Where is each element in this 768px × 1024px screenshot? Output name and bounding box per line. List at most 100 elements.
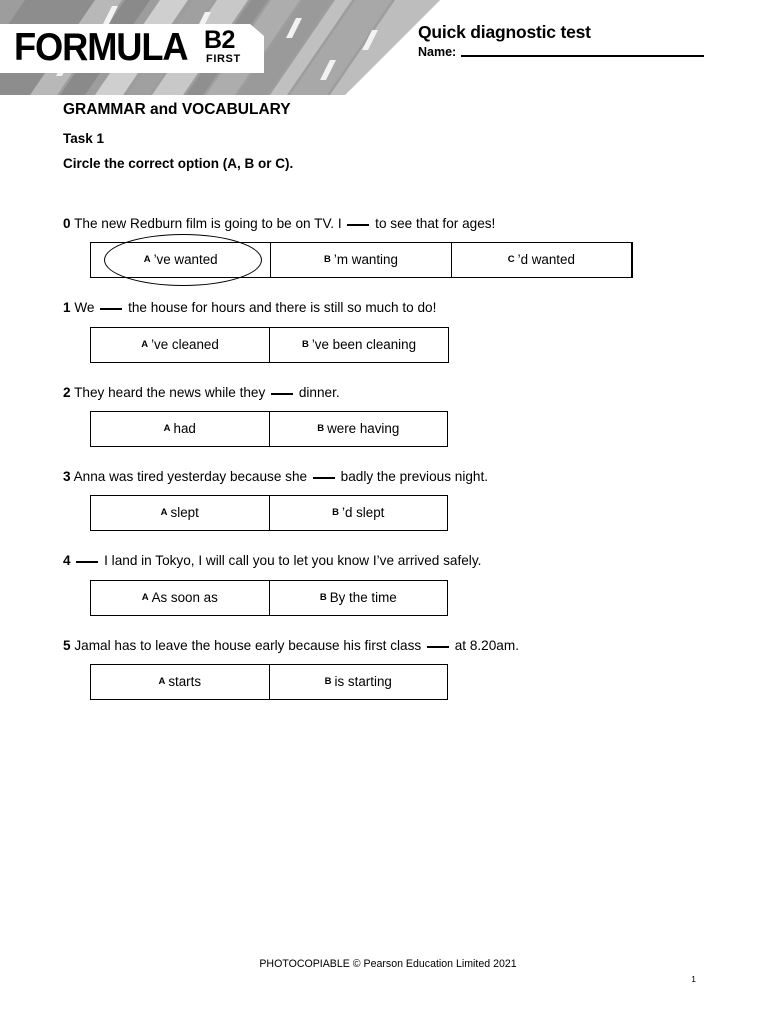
question-text: 2 They heard the news while they dinner.	[63, 384, 768, 402]
question-text-after: the house for hours and there is still s…	[128, 300, 437, 316]
option-label: is starting	[334, 674, 392, 690]
formula-logo: FORMULA B2 FIRST	[0, 24, 264, 73]
option-letter: A	[141, 591, 149, 603]
question-item: 2 They heard the news while they dinner.…	[0, 384, 768, 448]
question-number: 2	[63, 384, 71, 400]
option-letter: B	[332, 507, 339, 519]
question-text-after: badly the previous night.	[340, 469, 489, 485]
option-label: starts	[168, 674, 202, 690]
option-letter: B	[324, 676, 332, 688]
option-letter: A	[163, 423, 171, 435]
answer-gap	[426, 645, 449, 648]
question-text-after: I land in Tokyo, I will call you to let …	[104, 553, 482, 569]
question-text: 3 Anna was tired yesterday because she b…	[63, 468, 768, 486]
option-letter: A	[143, 254, 151, 266]
question-text-after: at 8.20am.	[454, 637, 519, 653]
name-row: Name:	[418, 45, 748, 59]
option-choice[interactable]: B’d slept	[270, 496, 448, 530]
option-choice[interactable]: B’m wanting	[271, 243, 452, 278]
option-label: As soon as	[151, 589, 218, 605]
option-letter: A	[160, 507, 168, 519]
option-label: ’m wanting	[333, 252, 398, 268]
option-label: had	[173, 421, 196, 437]
header-right-block: Quick diagnostic test Name:	[418, 22, 748, 59]
question-text: 5 Jamal has to leave the house early bec…	[63, 637, 768, 655]
option-letter: C	[507, 254, 515, 266]
logo-plate-shape	[0, 24, 264, 73]
option-choice[interactable]: B’ve been cleaning	[270, 328, 448, 362]
option-letter: B	[319, 591, 327, 603]
option-choice[interactable]: A’ve cleaned	[91, 327, 270, 362]
question-number: 5	[63, 637, 71, 653]
question-item: 4 I land in Tokyo, I will call you to le…	[0, 552, 768, 616]
answer-gap	[100, 308, 123, 311]
answer-gap	[347, 224, 370, 226]
logo-brand-text: FORMULA	[14, 26, 189, 69]
page-header: FORMULA B2 FIRST Quick diagnostic test N…	[0, 0, 768, 95]
logo-level-sub-text: FIRST	[206, 53, 241, 65]
question-item: 5 Jamal has to leave the house early bec…	[0, 637, 768, 701]
page-title: Quick diagnostic test	[418, 22, 591, 42]
option-letter: A	[141, 338, 149, 350]
answer-gap	[76, 561, 99, 564]
option-label: ’ve cleaned	[151, 336, 219, 352]
question-item: 1 We the house for hours and there is st…	[0, 299, 768, 363]
question-text-before: We	[74, 300, 95, 316]
option-label: slept	[170, 505, 199, 521]
option-label: ’ve wanted	[153, 252, 218, 268]
page-footer: PHOTOCOPIABLE © Pearson Education Limite…	[0, 958, 768, 984]
question-text: 4 I land in Tokyo, I will call you to le…	[63, 552, 768, 570]
section-title: GRAMMAR and VOCABULARY	[63, 101, 291, 118]
option-letter: A	[158, 676, 166, 688]
question-text-after: to see that for ages!	[375, 216, 496, 231]
question-text-before: Anna was tired yesterday because she	[73, 469, 308, 485]
questions-list: 0 The new Redburn film is going to be on…	[0, 215, 768, 701]
question-text-before: They heard the news while they	[74, 384, 266, 400]
question-text: 0 The new Redburn film is going to be on…	[63, 215, 768, 233]
page-content: GRAMMAR and VOCABULARY Task 1 Circle the…	[0, 95, 768, 721]
page-number: 1	[691, 974, 696, 984]
question-text: 1 We the house for hours and there is st…	[63, 299, 768, 317]
option-choice[interactable]: A’ve wanted	[91, 243, 272, 278]
question-item: 3 Anna was tired yesterday because she b…	[0, 468, 768, 532]
answer-gap	[271, 392, 294, 395]
option-label: ’d slept	[341, 505, 385, 521]
question-item: 0 The new Redburn film is going to be on…	[0, 215, 768, 287]
logo-level-text: B2	[204, 26, 235, 54]
option-label: By the time	[329, 589, 397, 605]
question-number: 0	[63, 216, 71, 231]
banner-stripes-svg	[0, 0, 440, 95]
option-letter: B	[301, 338, 309, 350]
question-text-after: dinner.	[298, 384, 340, 400]
option-letter: B	[317, 423, 325, 435]
option-letter: B	[324, 254, 331, 266]
option-label: were having	[327, 421, 400, 437]
task-label: Task 1	[63, 131, 105, 146]
question-text-before: The new Redburn film is going to be on T…	[74, 216, 342, 231]
name-input-line[interactable]	[461, 55, 705, 58]
option-label: ’d wanted	[517, 252, 575, 268]
question-text-before: Jamal has to leave the house early becau…	[74, 637, 422, 653]
option-label: ’ve been cleaning	[311, 336, 417, 352]
task-instruction: Circle the correct option (A, B or C).	[63, 156, 294, 171]
banner-graphic: FORMULA B2 FIRST	[0, 0, 440, 95]
question-number: 4	[63, 553, 71, 569]
question-number: 3	[63, 469, 71, 485]
name-label: Name:	[418, 45, 457, 60]
answer-gap	[312, 477, 335, 480]
option-choice[interactable]: C’d wanted	[452, 243, 632, 278]
copyright-text: PHOTOCOPIABLE © Pearson Education Limite…	[259, 958, 517, 970]
question-number: 1	[63, 300, 71, 316]
